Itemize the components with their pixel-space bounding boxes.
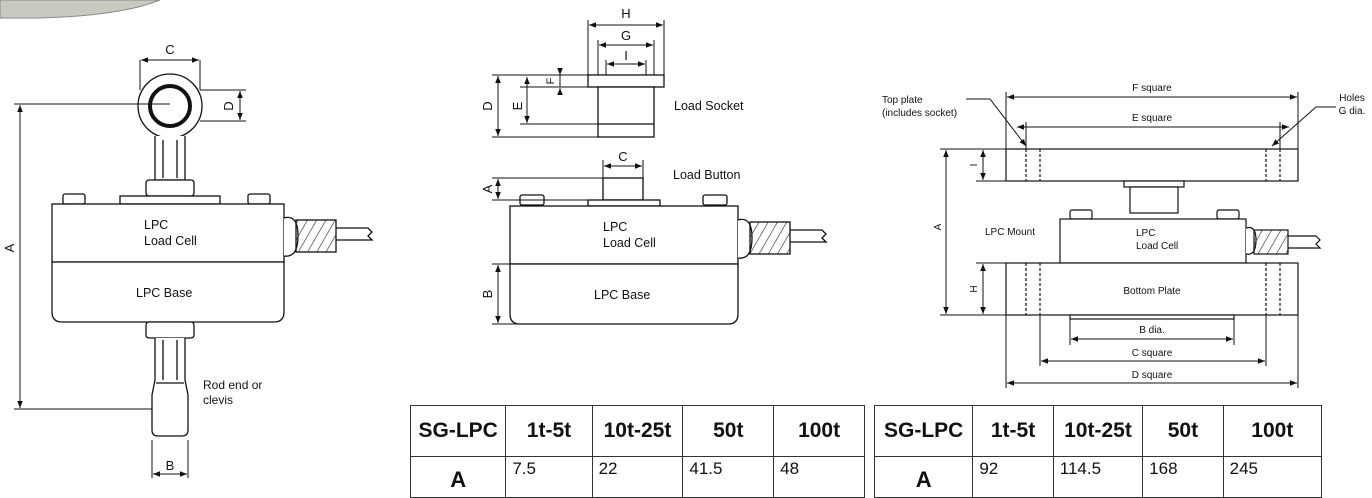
mid-cell-label-2: Load Cell xyxy=(603,236,656,250)
cropped-photo-edge xyxy=(0,0,161,19)
rod-end-label-2: clevis xyxy=(203,393,233,407)
table-row: A 92 114.5 168 245 xyxy=(873,456,1323,498)
mid-dim-a: A xyxy=(480,184,495,193)
mid-dim-d: D xyxy=(480,101,495,110)
right-dim-e-square: E square xyxy=(1132,113,1172,124)
mid-dim-e: E xyxy=(510,101,525,110)
bolt-right xyxy=(247,193,271,205)
right-cell-label-1: LPC xyxy=(1136,228,1155,239)
table-cell: 92 xyxy=(972,456,1054,498)
right-dim-d-square: D square xyxy=(1132,370,1173,381)
load-socket-body xyxy=(597,86,655,138)
left-view xyxy=(14,57,374,478)
table-header-cell: 1t-5t xyxy=(972,405,1054,457)
rod-end-label-1: Rod end or xyxy=(203,378,262,392)
left-cell-label-2: Load Cell xyxy=(144,234,197,248)
dimensions-table-right: SG-LPC 1t-5t 10t-25t 50t 100t A 92 114.5… xyxy=(873,405,1323,498)
right-dim-i: I xyxy=(969,164,980,167)
table-header-cell: 100t xyxy=(773,405,865,457)
mid-base-body xyxy=(509,263,739,325)
table-header-cell: 1t-5t xyxy=(505,405,593,457)
table-header-row: SG-LPC 1t-5t 10t-25t 50t 100t xyxy=(409,405,865,457)
mid-base-label: LPC Base xyxy=(594,288,650,302)
mid-dim-h: H xyxy=(621,6,630,21)
mid-dim-f: F xyxy=(545,77,557,84)
table-header-cell: 10t-25t xyxy=(1052,405,1144,457)
eye-bolt-neck xyxy=(154,136,186,181)
table-cell: 22 xyxy=(591,456,684,498)
table-header-cell: SG-LPC xyxy=(409,405,507,457)
table-cell: 48 xyxy=(773,456,865,498)
table-header-cell: 100t xyxy=(1222,405,1323,457)
lpc-mount-label: LPC Mount xyxy=(985,227,1035,238)
mid-dim-i: I xyxy=(624,48,628,63)
socket-stem xyxy=(1123,180,1185,188)
bottom-nut xyxy=(145,321,195,339)
mid-cell-label-1: LPC xyxy=(603,220,627,234)
button-plate xyxy=(587,199,661,207)
left-dim-a: A xyxy=(2,243,17,252)
eye-bolt-inner xyxy=(148,84,192,128)
mid-dim-b: B xyxy=(480,290,495,299)
table-header-cell: SG-LPC xyxy=(873,405,974,457)
table-cell: 7.5 xyxy=(505,456,593,498)
table-header-cell: 10t-25t xyxy=(591,405,684,457)
cable xyxy=(336,227,374,241)
table-cell: 41.5 xyxy=(682,456,775,498)
table-cell: 245 xyxy=(1222,456,1323,498)
mid-dim-g: G xyxy=(621,28,631,43)
left-base-label: LPC Base xyxy=(136,286,192,300)
left-dim-d: D xyxy=(221,101,236,110)
table-header-cell: 50t xyxy=(1142,405,1224,457)
bottom-plate xyxy=(1005,262,1299,316)
load-button-label: Load Button xyxy=(673,168,740,182)
holes-label-2: G dia. xyxy=(1339,106,1366,117)
load-button xyxy=(602,177,644,201)
right-dim-h: H xyxy=(969,285,980,292)
table-cell: 114.5 xyxy=(1052,456,1144,498)
technical-drawing: C D A B LPC Load Cell LPC Base Rod end o… xyxy=(0,0,1366,478)
right-cell-label-2: Load Cell xyxy=(1136,241,1178,252)
right-dim-c-square: C square xyxy=(1132,348,1173,359)
bottom-rod xyxy=(151,338,189,437)
load-cell-body xyxy=(51,203,285,263)
top-plate xyxy=(1005,148,1299,182)
table-row-label: A xyxy=(409,456,507,498)
left-cell-label-1: LPC xyxy=(144,218,168,232)
middle-view xyxy=(492,20,828,325)
left-dim-c: C xyxy=(165,42,174,57)
dimensions-table-left: SG-LPC 1t-5t 10t-25t 50t 100t A 7.5 22 4… xyxy=(409,405,865,498)
table-row-label: A xyxy=(873,456,974,498)
table-cell: 168 xyxy=(1142,456,1224,498)
right-dim-f-square: F square xyxy=(1132,83,1172,94)
left-dim-b: B xyxy=(166,458,175,473)
bottom-plate-label: Bottom Plate xyxy=(1123,286,1181,297)
load-socket-label: Load Socket xyxy=(674,99,744,113)
holes-label-1: Holes xyxy=(1339,93,1365,104)
top-plate-label-1: Top plate xyxy=(882,95,923,106)
base-body xyxy=(51,261,285,323)
right-dim-a: A xyxy=(933,223,944,230)
table-row: A 7.5 22 41.5 48 xyxy=(409,456,865,498)
table-header-cell: 50t xyxy=(682,405,775,457)
top-plate-label-2: (includes socket) xyxy=(882,108,957,119)
top-nut xyxy=(145,179,195,197)
bolt-left xyxy=(62,193,86,205)
mid-dim-c: C xyxy=(618,149,627,164)
table-header-row: SG-LPC 1t-5t 10t-25t 50t 100t xyxy=(873,405,1323,457)
right-view xyxy=(940,92,1336,388)
right-dim-b-dia: B dia. xyxy=(1139,325,1165,336)
top-mount-plate xyxy=(119,195,221,205)
load-socket-flange xyxy=(587,74,665,88)
mid-load-cell-body xyxy=(509,205,739,265)
